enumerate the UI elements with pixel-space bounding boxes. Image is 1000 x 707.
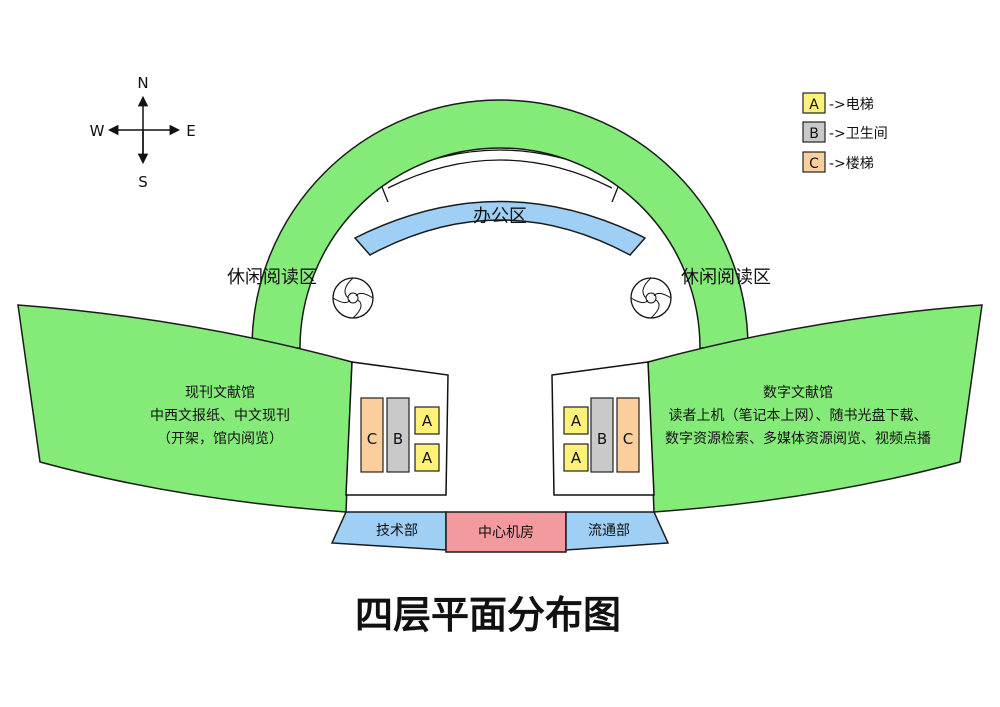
elevator-right-1-code: A	[571, 412, 582, 430]
stairs-left-code: C	[367, 430, 377, 448]
restroom-left	[386, 397, 410, 473]
periodicals-hall-name: 现刊文献馆	[185, 385, 255, 401]
office-area-label: 办公区	[473, 206, 527, 227]
elevator-right-2	[563, 443, 589, 472]
plan-title: 四层平面分布图	[355, 593, 621, 637]
legend-code-elevator: A	[809, 97, 819, 113]
legend-swatch-stairs	[802, 151, 826, 173]
spiral-stair-left-icon	[332, 277, 374, 319]
stairs-left	[360, 397, 384, 473]
elevator-left-2	[414, 443, 440, 472]
leisure-reading-arch	[251, 99, 749, 349]
core-left-facilities: C B A A	[360, 397, 440, 473]
spiral-stair-right-icon	[630, 277, 672, 319]
elevator-right-2-code: A	[571, 449, 582, 467]
legend: A ->电梯 B ->卫生间 C ->楼梯	[802, 92, 888, 173]
stairs-right	[616, 397, 640, 473]
legend-swatch-elevator	[802, 92, 826, 114]
circulation-department	[565, 511, 670, 551]
legend-text-elevator: ->电梯	[829, 97, 874, 113]
restroom-right-code: B	[597, 430, 607, 448]
central-machine-room-label: 中心机房	[478, 525, 534, 541]
legend-code-restroom: B	[809, 126, 819, 142]
office-area	[353, 200, 647, 256]
leisure-right-label: 休闲阅读区	[681, 267, 771, 288]
restroom-right	[590, 397, 614, 473]
core-right-facilities: A A B C	[563, 397, 640, 473]
compass-east-label: E	[186, 122, 195, 140]
elevator-right-1	[563, 406, 589, 435]
compass: N S E W	[90, 74, 196, 191]
legend-swatch-restroom	[802, 121, 826, 143]
elevator-left-1-code: A	[422, 412, 433, 430]
legend-text-restroom: ->卫生间	[829, 126, 888, 142]
elevator-left-1	[414, 406, 440, 435]
legend-item-stairs: C ->楼梯	[802, 151, 874, 173]
legend-item-restroom: B ->卫生间	[802, 121, 888, 143]
compass-west-label: W	[90, 122, 105, 140]
central-machine-room	[445, 511, 567, 553]
legend-code-stairs: C	[809, 156, 819, 172]
leisure-left-label: 休闲阅读区	[227, 267, 317, 288]
periodicals-hall-desc-2: （开架，馆内阅览）	[157, 431, 283, 447]
legend-text-stairs: ->楼梯	[829, 156, 874, 172]
elevator-left-2-code: A	[422, 449, 433, 467]
tech-department-label: 技术部	[376, 523, 418, 539]
digital-hall-name: 数字文献馆	[763, 385, 833, 401]
circulation-department-label: 流通部	[588, 523, 630, 539]
legend-item-elevator: A ->电梯	[802, 92, 874, 114]
digital-hall-desc-2: 数字资源检索、多媒体资源阅览、视频点播	[665, 430, 931, 447]
compass-north-label: N	[137, 74, 148, 92]
compass-south-label: S	[138, 173, 148, 191]
restroom-left-code: B	[393, 430, 403, 448]
periodicals-hall-desc-1: 中西文报纸、中文现刊	[150, 408, 290, 424]
stairs-right-code: C	[623, 430, 633, 448]
digital-hall-desc-1: 读者上机（笔记本上网）、随书光盘下载、	[669, 407, 928, 424]
